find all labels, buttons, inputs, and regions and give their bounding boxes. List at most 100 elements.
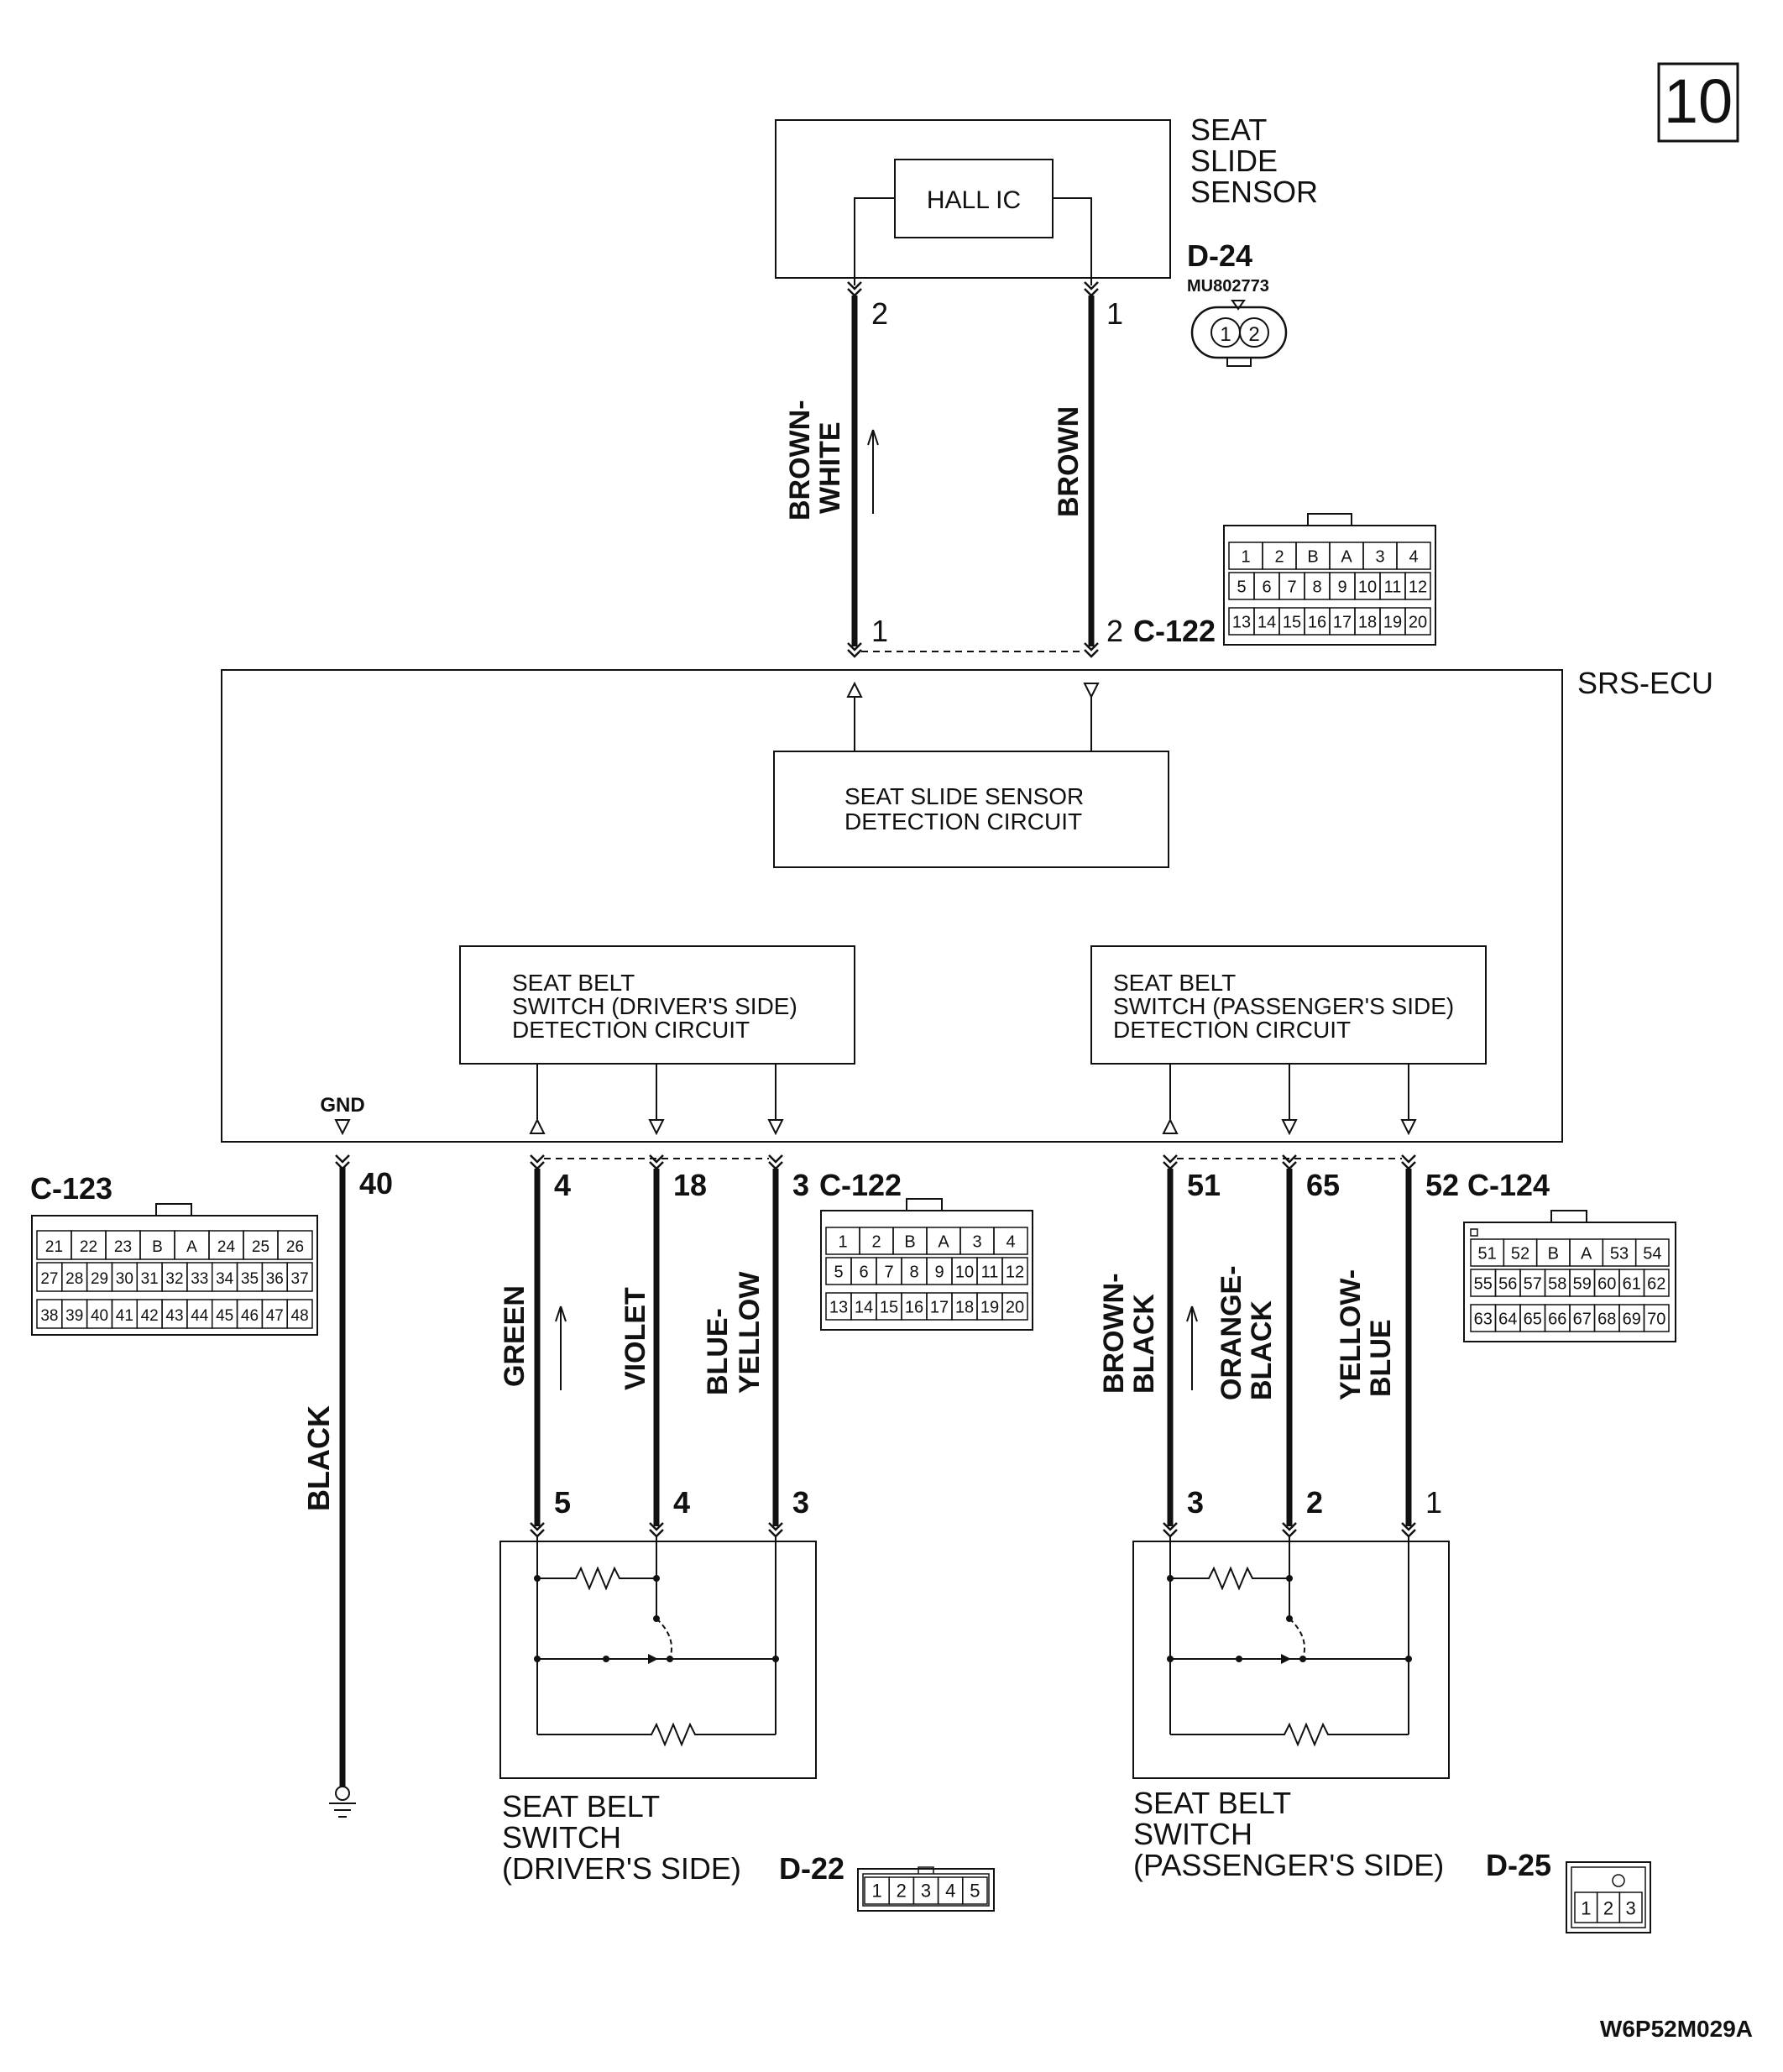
c124-cell	[1634, 1238, 1670, 1267]
c123-pin: 31	[141, 1270, 159, 1288]
passenger-switch-pin-2: 2	[1306, 1485, 1323, 1520]
c122-top-pin: 9	[1337, 578, 1346, 597]
gnd-label: GND	[320, 1094, 364, 1117]
c124-cell	[1643, 1304, 1670, 1332]
c122-top-label: C-122	[1133, 614, 1216, 648]
c124-pin: 55	[1474, 1275, 1493, 1294]
c123-pin: 37	[291, 1270, 309, 1288]
c123-pin: 35	[241, 1270, 259, 1288]
c122-driver-pin: 5	[834, 1264, 843, 1282]
c123-pin: 43	[165, 1307, 183, 1325]
c123-pin: 42	[141, 1307, 159, 1325]
c124-pin: 57	[1524, 1275, 1542, 1294]
c122-top-pin: A	[1341, 548, 1352, 567]
passenger-switch-pin-3: 3	[1187, 1485, 1204, 1520]
c123-pin: 29	[91, 1270, 108, 1288]
passenger-switch-pin-1: 1	[1425, 1485, 1442, 1520]
driver-switch-pin-5: 5	[554, 1485, 571, 1520]
c122-top-pin: 3	[1375, 548, 1384, 567]
c122-top-pin: 15	[1283, 614, 1301, 632]
c122-top-pin: 18	[1358, 614, 1377, 632]
c123-pin: 47	[266, 1307, 284, 1325]
c122-top-cell	[1396, 542, 1431, 570]
seat-slide-sensor: HALL IC SEAT SLIDE SENSOR	[775, 112, 1318, 285]
c124-pin: 65	[1524, 1311, 1542, 1329]
c122-driver-pin: B	[904, 1233, 915, 1252]
c124-pin: 68	[1597, 1311, 1616, 1329]
wire-orange-black-line-2: BLACK	[1246, 1300, 1278, 1400]
c122-driver-pin: 13	[829, 1299, 848, 1317]
c122-driver-pin: 14	[855, 1299, 873, 1317]
c123-cell	[277, 1230, 313, 1260]
sensor-title-line-2: SLIDE	[1190, 144, 1278, 178]
c124-pin: A	[1581, 1245, 1592, 1264]
figure-id: W6P52M029A	[1600, 2016, 1753, 2042]
driver-seat-belt-switch: SEAT BELT SWITCH (DRIVER'S SIDE) D-22	[499, 1536, 844, 1886]
d22-cell	[962, 1876, 988, 1905]
d22-pin: 2	[897, 1881, 907, 1902]
c122-top-pin: 16	[1308, 614, 1326, 632]
c122-top-pin: 2	[1274, 548, 1284, 567]
c124-cell	[1643, 1269, 1670, 1297]
d25-pin: 3	[1626, 1898, 1636, 1919]
d24-pin-1: 1	[1220, 323, 1231, 346]
c122-driver-pin: 11	[981, 1264, 999, 1282]
driver-switch-pin-4: 4	[673, 1485, 690, 1520]
driver-ecu-pin-3: 3	[792, 1168, 809, 1202]
c124-pin: 60	[1597, 1275, 1616, 1294]
c122-driver-pin: 16	[905, 1299, 923, 1317]
passenger-switch-title-2: SWITCH	[1133, 1817, 1252, 1851]
c122-driver-pin: 2	[871, 1233, 881, 1252]
c122-top-pin: 7	[1287, 578, 1296, 597]
c122-driver-cell	[1001, 1292, 1028, 1321]
c123-pin: 26	[286, 1238, 304, 1256]
c122-top-pin: 11	[1384, 578, 1402, 597]
c123-pin: 30	[116, 1270, 133, 1288]
c122-driver-pin: 7	[884, 1264, 893, 1282]
sensor-title-line-3: SENSOR	[1190, 175, 1318, 209]
driver-circuit-line-3: DETECTION CIRCUIT	[512, 1017, 750, 1043]
passenger-seat-belt-switch: SEAT BELT SWITCH (PASSENGER'S SIDE) D-25	[1132, 1536, 1551, 1882]
c123-pin: 23	[114, 1238, 132, 1256]
c122-driver-pin: 15	[880, 1299, 898, 1317]
driver-switch-title-1: SEAT BELT	[502, 1789, 660, 1823]
c122-top-pin-1: 1	[871, 614, 888, 648]
d25-pin: 1	[1581, 1898, 1591, 1919]
ground-pin-40: 40	[359, 1166, 393, 1201]
d24-connector: D-24 MU802773 1 2	[1187, 238, 1288, 367]
c123-cell	[286, 1262, 313, 1292]
c122-top-pin: B	[1307, 548, 1318, 567]
wire-orange-black-line-1: ORANGE-	[1216, 1265, 1247, 1400]
c124-pin: 51	[1478, 1245, 1497, 1264]
c124-pin: 64	[1498, 1311, 1517, 1329]
wire-violet: VIOLET	[620, 1287, 651, 1390]
passenger-ecu-pin-52: 52	[1425, 1168, 1459, 1202]
wire-blue-yellow-line-1: BLUE-	[702, 1308, 734, 1395]
c122-driver-cell	[1001, 1257, 1028, 1285]
c124-pin: 62	[1647, 1275, 1665, 1294]
driver-c122-label: C-122	[819, 1168, 902, 1202]
wire-brown: BROWN	[1053, 406, 1085, 517]
c122-top-pin: 5	[1237, 578, 1246, 597]
driver-switch-pin-3: 3	[792, 1485, 809, 1520]
c124-pin: 61	[1623, 1275, 1641, 1294]
page-number: 10	[1664, 66, 1733, 136]
c123-pin: 36	[266, 1270, 284, 1288]
passenger-switch-title-3: (PASSENGER'S SIDE)	[1133, 1848, 1444, 1882]
passenger-switch-title-1: SEAT BELT	[1133, 1786, 1291, 1820]
passenger-wires: 51 65 52 C-124 BROWN- BLACK ORANGE- BLAC…	[1098, 1154, 1550, 1538]
c124-pin: 70	[1647, 1311, 1665, 1329]
c122-driver-pin: 3	[972, 1233, 981, 1252]
wire-blue-yellow-line-2: YELLOW	[734, 1271, 766, 1394]
c122-top-pin-2: 2	[1106, 614, 1123, 648]
d24-part-number: MU802773	[1187, 277, 1269, 296]
sensor-pin-2: 2	[871, 296, 888, 331]
c122-top-pin: 10	[1358, 578, 1377, 597]
c122-top-cell	[1404, 607, 1431, 636]
wire-brown-black-line-1: BROWN-	[1098, 1273, 1130, 1394]
c122-top-cell	[1404, 572, 1431, 600]
c123-label: C-123	[30, 1171, 112, 1206]
